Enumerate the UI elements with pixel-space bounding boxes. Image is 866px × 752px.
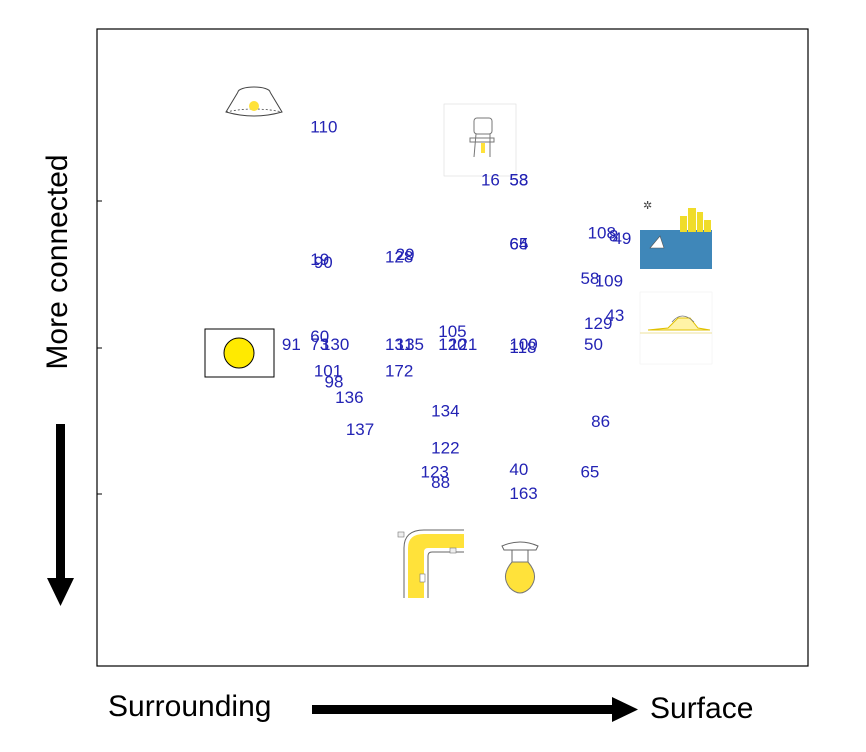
point-label: 121 — [449, 335, 477, 354]
point-label: 64 — [509, 234, 528, 253]
point-label: 73 — [310, 335, 329, 354]
road-corner-icon — [396, 526, 464, 598]
point-label: 43 — [605, 306, 624, 325]
point-label: 65 — [580, 463, 599, 482]
point-label: 120 — [438, 335, 466, 354]
point-label: 163 — [509, 484, 537, 503]
ceiling-lamp-icon — [225, 86, 283, 117]
point-label: 108 — [588, 224, 616, 243]
y-axis-ticks — [97, 200, 102, 495]
point-label: 8 — [609, 226, 618, 245]
point-label: 105 — [438, 322, 466, 341]
point-label: 122 — [431, 439, 459, 458]
point-label: 16 — [481, 171, 500, 190]
light-bulb-icon — [501, 541, 539, 594]
x-axis-label-left: Surrounding — [108, 690, 271, 723]
point-label: 65 — [509, 234, 528, 253]
point-label: 60 — [310, 327, 329, 346]
point-label: 137 — [346, 420, 374, 439]
point-label: 129 — [584, 314, 612, 333]
point-label: 88 — [431, 473, 450, 492]
city-waterfront-icon: ✲ — [640, 196, 712, 269]
point-label: 98 — [325, 372, 344, 391]
volcano-island-icon — [639, 291, 713, 365]
point-label: 58 — [580, 269, 599, 288]
sun-icon — [204, 328, 275, 378]
point-label: 109 — [595, 271, 623, 290]
point-label: 19 — [310, 250, 329, 269]
point-label: 134 — [431, 402, 459, 421]
point-label: 136 — [335, 388, 363, 407]
svg-text:✲: ✲ — [643, 199, 652, 212]
point-label: 58 — [509, 171, 528, 190]
chair-icon — [443, 103, 517, 177]
point-label: 128 — [385, 248, 413, 267]
point-label: 131 — [385, 335, 413, 354]
point-label: 90 — [314, 253, 333, 272]
x-axis-label-right: Surface — [650, 692, 753, 725]
point-label: 91 — [282, 335, 301, 354]
point-label: 101 — [314, 362, 342, 381]
point-label: 86 — [591, 412, 610, 431]
point-label: 40 — [509, 460, 528, 479]
point-label: 135 — [396, 335, 424, 354]
y-axis-label: More connected — [41, 154, 74, 369]
point-label: 53 — [509, 171, 528, 190]
point-label: 50 — [584, 335, 603, 354]
point-label: 110 — [310, 118, 337, 137]
point-label: 172 — [385, 362, 413, 381]
right-arrow-icon — [312, 697, 638, 722]
point-label: 49 — [612, 229, 631, 248]
point-label: 118 — [509, 338, 536, 357]
down-arrow-icon — [47, 424, 74, 606]
point-label: 100 — [509, 335, 537, 354]
point-label: 130 — [321, 335, 349, 354]
point-label: 29 — [396, 245, 415, 264]
point-label: 123 — [421, 463, 449, 482]
